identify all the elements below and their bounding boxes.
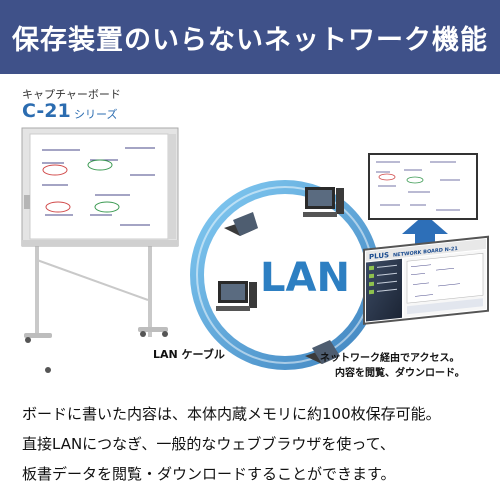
captured-board-image [368,153,478,220]
banner-title: 保存装置のいらないネットワーク機能 [12,24,488,56]
network-illustration: LAN [21,127,489,373]
product-series: シリーズ [74,108,118,121]
description-line2: 直接LANにつなぎ、一般的なウェブブラウザを使って、 [22,435,395,453]
whiteboard-stand [24,245,168,373]
network-caption-line1: ネットワーク経由でアクセス。 [320,353,460,364]
screen-brand: PLUS [369,250,389,261]
up-arrow [402,214,448,258]
whiteboard [21,127,179,247]
browser-screen: PLUS NETWORK BOARD N-21 [363,235,489,325]
lan-label: LAN [260,255,350,301]
description-line3: 板書データを閲覧・ダウンロードすることができます。 [22,465,396,483]
laptop-left [224,212,258,236]
product-model: C-21 [22,100,71,122]
desktop-computer-left [216,281,257,311]
laptop-bottom [305,340,340,364]
desktop-computer-top [303,187,344,217]
description-line1: ボードに書いた内容は、本体内蔵メモリに約100枚保存可能。 [22,405,441,423]
product-subtitle: キャプチャーボード [22,88,121,101]
network-caption-line2: 内容を閲覧、ダウンロード。 [335,368,465,379]
header-banner: 保存装置のいらないネットワーク機能 [0,0,500,74]
lan-cable-label: LAN ケーブル [153,348,225,361]
